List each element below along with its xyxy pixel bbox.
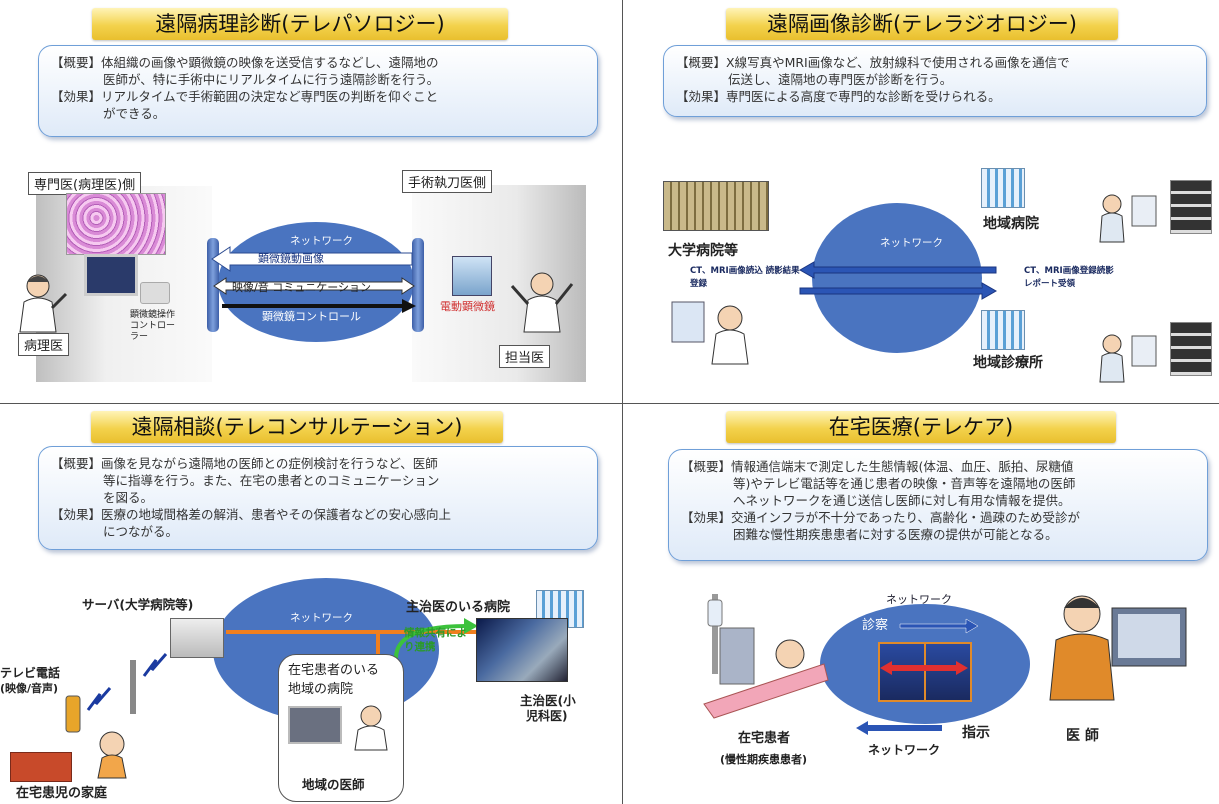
university-hospital-icon [663,181,769,231]
tissue-image [66,193,166,255]
surgeon-icon [510,272,574,333]
q1-summary: 【概要】体組織の画像や顕微鏡の映像を送受信するなどし、遠隔地の 医師が、特に手術… [38,45,598,137]
pathologist-label: 病理医 [18,333,70,356]
q4-network-top-label: ネットワーク [886,593,952,606]
monitor-icon [84,254,138,296]
xray-films-icon [1170,180,1212,234]
arrow-av-communication: 映像/音 コミュニケーション [232,281,371,294]
q1-arrows [211,246,416,313]
vertical-divider [622,0,623,804]
pathologist-icon [19,274,68,333]
q2-network-label: ネットワーク [880,237,943,249]
house-icon [10,752,72,782]
arrow-microscope-video: 顕微鏡動画像 [258,252,324,265]
home-label: 在宅患児の家庭 [16,786,108,801]
regional-clinic-label: 地域診療所 [973,355,1043,371]
main-doctor-label-2: 児科医) [526,709,568,723]
q3-network-label: ネットワーク [290,612,353,624]
doctor-label: 医 師 [1066,728,1099,744]
instruction-label: 指示 [962,725,990,741]
main-hospital-label: 主治医のいる病院 [406,600,511,615]
q2-title: 遠隔画像診断(テレラジオロジー) [726,8,1118,40]
orange-line-vertical [376,630,380,666]
specialist-side-label: 専門医(病理医)側 [28,172,142,195]
q3-summary: 【概要】画像を見ながら遠隔地の医師との症例検討を行うなど、医師 等に指導を行う。… [38,446,598,550]
orange-line [226,630,476,634]
regional-clinic-icon [981,310,1025,350]
laptop-icon [288,706,342,744]
doctor-hospital-icon [1099,194,1157,243]
green-arrow-icon [394,618,478,659]
regional-box-line1: 在宅患者のいる [288,663,380,678]
radiologist-icon [671,301,749,365]
videophone-label: テレビ電話 [0,666,61,680]
q4-title: 在宅医療(テレケア) [726,411,1116,443]
consult-arrow [899,618,979,634]
main-doctor-label: 主治医(小 [520,693,576,708]
horizontal-divider [0,403,1219,404]
red-exchange-arrow [880,661,968,675]
doctor-clinic-icon [1099,334,1157,383]
regional-doctor-icon [354,705,388,751]
q1-network-label: ネットワーク [290,235,353,247]
server-label: サーバ(大学病院等) [82,597,194,612]
q2-arrows [798,261,998,300]
right-pillar [412,238,424,332]
left-arrow-label: CT、MRI画像読込 読影結果登録 [690,266,800,289]
info-share-label: 情報共有により連携 [404,627,467,653]
videophone-label-2: (映像/音声) [0,682,59,695]
home-patient-icon [703,594,829,719]
surgeon-side-label: 手術執刀医側 [402,170,493,193]
regional-box-line2: 地域の病院 [288,682,354,697]
q4-network-bottom-label: ネットワーク [868,743,941,757]
xray-films-clinic-icon [1170,322,1212,376]
motor-microscope-label: 電動顕微鏡 [440,300,495,313]
antenna-icon [65,653,168,733]
server-icon [170,618,224,658]
q2-network-cloud [812,203,982,353]
doctor-workstation-icon [1049,595,1187,701]
right-arrow-label: CT、MRI画像登録読影レポート受領 [1024,266,1114,289]
controller-icon [140,282,170,304]
regional-doctor-label: 地域の医師 [302,777,365,792]
patient-label: 在宅患者 [738,731,791,746]
terminal-right-icon [924,642,972,702]
q4-summary: 【概要】情報通信端末で測定した生態情報(体温、血圧、脈拍、尿糖値 等)やテレビ電… [668,449,1208,561]
patient-sub-label: (慢性期疾患患者) [720,753,808,766]
main-hospital-photo [476,618,568,682]
regional-hospital-label: 地域病院 [983,216,1039,232]
arrow-microscope-control: 顕微鏡コントロール [262,310,361,323]
q2-summary: 【概要】X線写真やMRI画像など、放射線科で使用される画像を通信で 伝送し、遠隔… [663,45,1207,117]
q1-title: 遠隔病理診断(テレパソロジー) [92,8,508,40]
regional-hospital-icon [981,168,1025,208]
consult-label: 診察 [862,618,889,633]
child-patient-icon [97,731,127,779]
university-hospital-label: 大学病院等 [668,243,738,259]
microscope-icon [452,256,492,296]
controller-label: 顕微鏡操作コントローラー [130,310,176,342]
instruction-arrow [856,721,942,735]
q3-title: 遠隔相談(テレコンサルテーション) [91,411,503,443]
attending-label: 担当医 [499,345,551,368]
